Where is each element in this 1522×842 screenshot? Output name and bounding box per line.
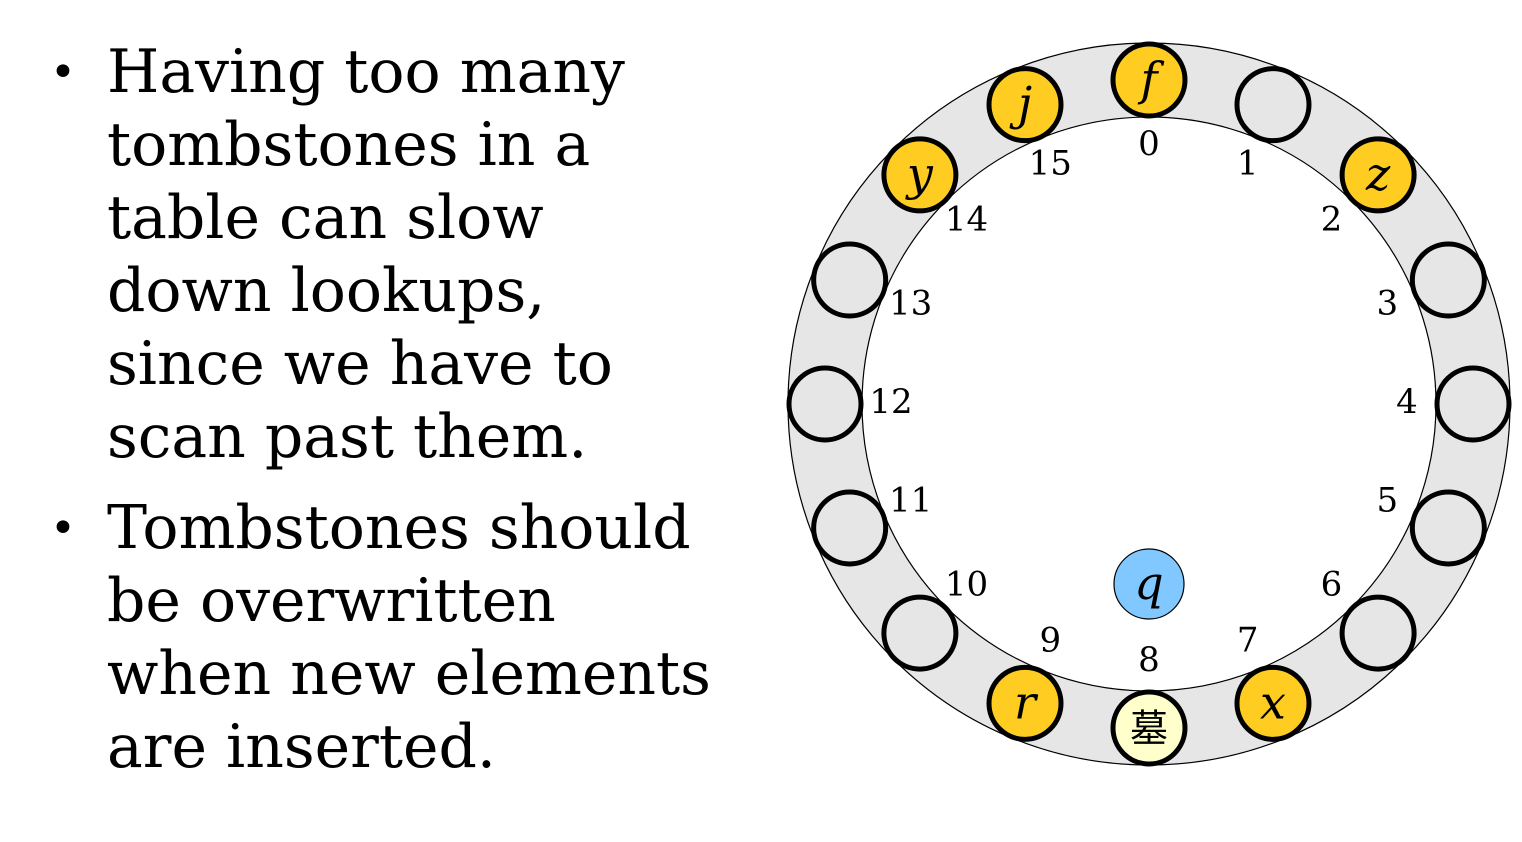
tombstone-glyph: 墓 (1130, 707, 1168, 751)
empty-slot-circle (786, 365, 864, 443)
empty-slot-circle (1409, 241, 1487, 319)
slot-5 (1409, 489, 1487, 567)
slot-index-label: 8 (1138, 640, 1160, 680)
slot-element-label: y (905, 147, 934, 201)
empty-slot-circle (1339, 594, 1417, 672)
slot-index-label: 1 (1237, 144, 1259, 184)
empty-slot-circle (1234, 66, 1312, 144)
slot-7: x (1234, 664, 1312, 742)
bullet-item: • Tombstones should be overwritten when … (50, 492, 770, 784)
slot-index-label: 14 (945, 200, 988, 240)
slot-10 (881, 594, 959, 672)
slot-11 (811, 489, 889, 567)
empty-slot-circle (811, 489, 889, 567)
slot-index-label: 11 (889, 481, 932, 521)
slot-index-label: 7 (1237, 620, 1259, 660)
slot-8: 墓 (1110, 689, 1188, 767)
empty-slot-circle (881, 594, 959, 672)
query-circle (1113, 548, 1185, 620)
bullet-item: • Having too many tombstones in a table … (50, 36, 770, 474)
slot-4 (1434, 365, 1512, 443)
query-label: q (1134, 556, 1163, 610)
tombstone-slot-circle (1110, 689, 1188, 767)
slot-14: y (881, 136, 959, 214)
filled-slot-circle (986, 664, 1064, 742)
slot-3 (1409, 241, 1487, 319)
query-node: q (1113, 548, 1185, 620)
filled-slot-circle (1234, 664, 1312, 742)
slot-13 (811, 241, 889, 319)
bullet-marker: • (50, 503, 76, 554)
empty-slot-circle (1409, 489, 1487, 567)
bullet-text: Tombstones should be overwritten when ne… (107, 493, 711, 782)
bullet-text: Having too many tombstones in a table ca… (107, 37, 625, 472)
slot-index-label: 5 (1377, 481, 1399, 521)
slot-0: f (1110, 41, 1188, 119)
slot-index-label: 2 (1321, 200, 1343, 240)
filled-slot-circle (1339, 136, 1417, 214)
slot-index-label: 12 (869, 382, 912, 422)
slot-index-label: 6 (1321, 564, 1343, 604)
slot-index-label: 10 (945, 564, 988, 604)
filled-slot-circle (986, 66, 1064, 144)
slot-element-label: r (1014, 675, 1039, 729)
slot-12 (786, 365, 864, 443)
slot-index-label: 9 (1039, 620, 1061, 660)
slot-index-label: 15 (1029, 144, 1072, 184)
slot-index-label: 4 (1396, 382, 1418, 422)
empty-slot-circle (1434, 365, 1512, 443)
slot-index-label: 0 (1138, 124, 1160, 164)
bullet-marker: • (50, 47, 76, 98)
filled-slot-circle (881, 136, 959, 214)
slot-element-label: x (1260, 675, 1286, 729)
filled-slot-circle (1110, 41, 1188, 119)
slot-2: z (1339, 136, 1417, 214)
slot-1 (1234, 66, 1312, 144)
slots-layer: f z x 墓 r yj (786, 41, 1512, 767)
slot-index-label: 13 (889, 283, 932, 323)
slot-index-label: 3 (1377, 283, 1399, 323)
slot-9: r (986, 664, 1064, 742)
slot-15: j (986, 66, 1064, 144)
slot-element-label: z (1365, 147, 1391, 201)
bullet-list: • Having too many tombstones in a table … (50, 36, 770, 802)
slot-6 (1339, 594, 1417, 672)
empty-slot-circle (811, 241, 889, 319)
